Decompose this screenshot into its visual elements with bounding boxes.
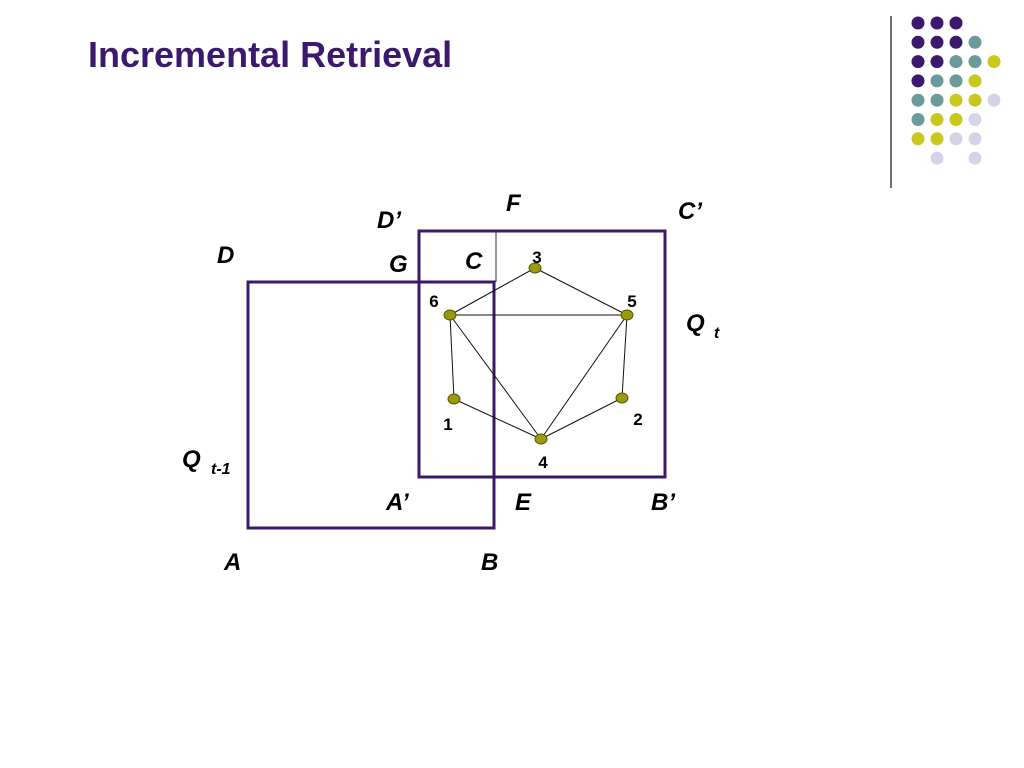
decorative-dot (968, 74, 982, 88)
graph-edge-6-4 (449, 314, 542, 440)
decorative-dot (911, 132, 925, 146)
decorative-dot (930, 16, 944, 30)
label-D: D (217, 242, 234, 269)
label-E: E (515, 489, 532, 516)
decorative-dot (930, 35, 944, 49)
decorative-dot (949, 93, 963, 107)
label-D-prime: D’ (377, 207, 401, 234)
graph-nodes: 1 2 3 4 5 6 (429, 248, 642, 472)
decorative-dot (911, 74, 925, 88)
decorative-dot (911, 93, 925, 107)
graph-node-label-5: 5 (627, 292, 636, 311)
decorative-dot (930, 132, 944, 146)
decorative-dot (968, 132, 982, 146)
graph-edge-3-5 (534, 267, 628, 316)
decorative-dot (930, 55, 944, 69)
decorative-dot (911, 113, 925, 126)
graph-node-label-3: 3 (532, 248, 541, 267)
label-C: C (465, 248, 483, 275)
graph-edge-5-2 (621, 314, 628, 399)
decorative-dot (949, 132, 963, 146)
graph-node-4 (534, 433, 548, 445)
decorative-dot (949, 74, 963, 88)
vertical-divider (890, 16, 892, 188)
graph-edge-1-4 (453, 398, 542, 440)
decorative-dot (968, 93, 982, 107)
slide-title: Incremental Retrieval (88, 34, 453, 75)
decorative-dot (911, 35, 925, 49)
query-rect-previous (246, 280, 496, 530)
decorative-dot (987, 93, 1001, 107)
label-q-current-subscript: t (714, 325, 720, 342)
graph-node-6 (443, 309, 457, 321)
label-B-prime: B’ (651, 489, 675, 516)
graph-node-label-4: 4 (538, 453, 548, 472)
decorative-dot (949, 55, 963, 69)
decorative-dot (987, 55, 1001, 69)
graph-edge-5-4 (540, 314, 628, 440)
decorative-dot (930, 151, 944, 165)
decorative-dot (949, 16, 963, 30)
graph-node-5 (620, 309, 634, 321)
decorative-dot (949, 35, 963, 49)
decorative-dot (930, 74, 944, 88)
graph-node-label-2: 2 (633, 410, 642, 429)
graph-edges (449, 267, 628, 440)
query-rect-current (417, 229, 667, 479)
decorative-dot (968, 35, 982, 49)
graph-node-3 (528, 262, 542, 274)
decorative-dot (968, 113, 982, 126)
graph-node-1 (447, 393, 461, 405)
label-q-current: Q (686, 310, 705, 337)
graph-edge-6-3 (449, 267, 536, 316)
graph-node-label-6: 6 (429, 292, 438, 311)
label-B: B (481, 549, 498, 576)
label-A-prime: A’ (385, 489, 409, 516)
label-A: A (223, 549, 241, 576)
label-q-previous: Q (182, 446, 201, 473)
graph-node-2 (615, 392, 629, 404)
decorative-dot (930, 113, 944, 126)
decorative-dot (930, 93, 944, 107)
label-G: G (389, 251, 408, 278)
decorative-dot (968, 151, 982, 165)
graph-edge-2-4 (540, 397, 623, 440)
decorative-dot (949, 113, 963, 126)
graph-edge-6-1 (449, 314, 455, 400)
decorative-dot (968, 55, 982, 69)
graph-node-label-1: 1 (443, 415, 452, 434)
label-F: F (506, 190, 522, 217)
label-C-prime: C’ (678, 198, 702, 225)
decorative-dot (911, 16, 925, 30)
label-q-previous-subscript: t-1 (211, 461, 231, 478)
decorative-dot (911, 55, 925, 69)
decorative-dot-grid (911, 16, 1001, 165)
